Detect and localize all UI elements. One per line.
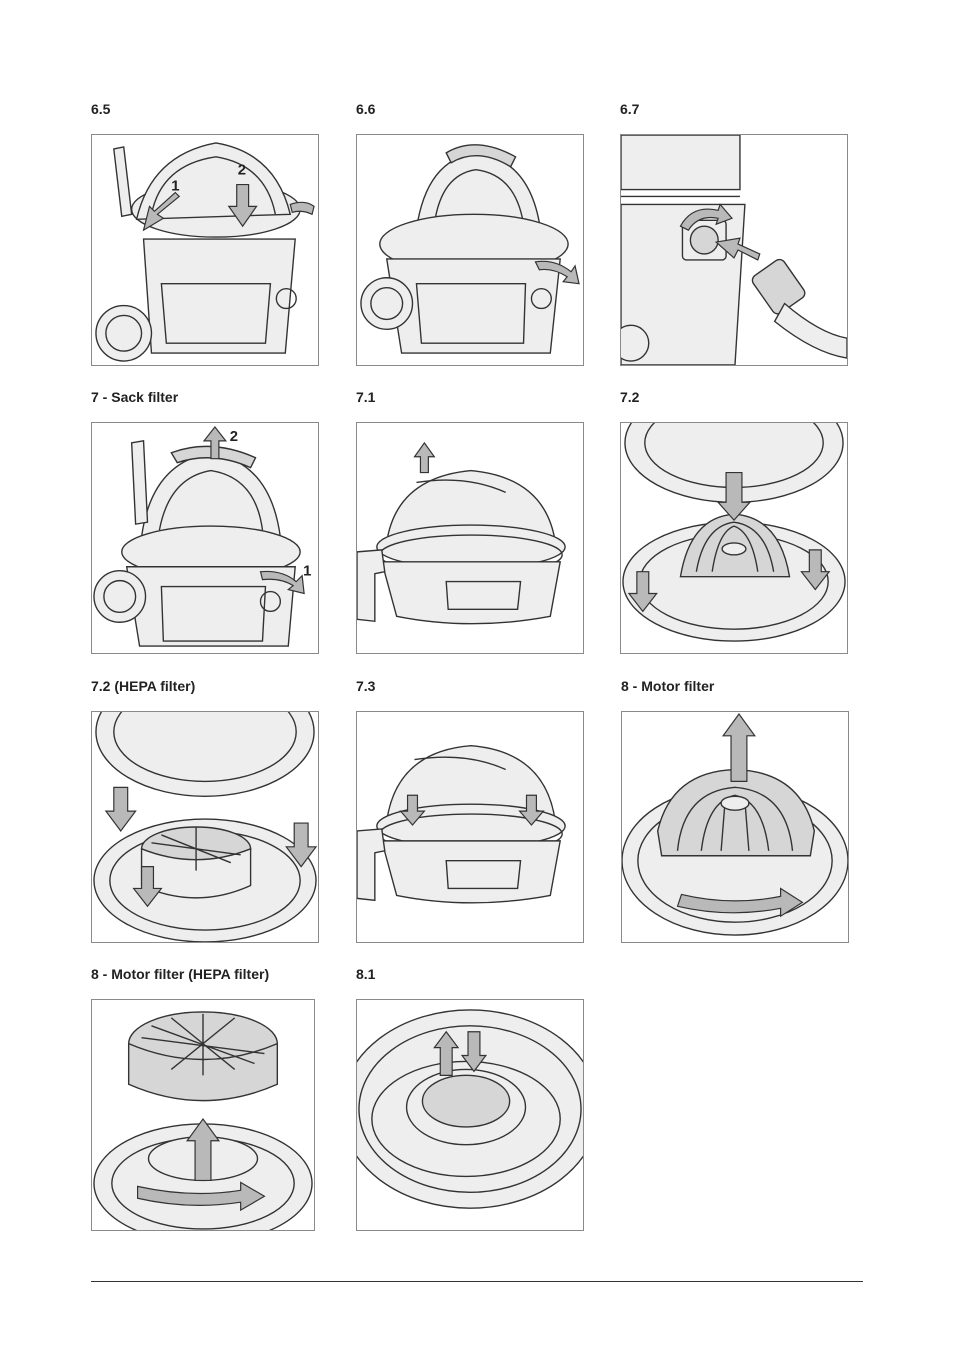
figure-caption-7-3: 7.3 (356, 678, 376, 694)
figure-caption-6-7: 6.7 (620, 101, 640, 117)
rotate-arrow-icon (679, 203, 734, 231)
arrow-icon (285, 822, 318, 868)
figure-caption-8-1: 8.1 (356, 966, 376, 982)
arrow-icon (460, 1031, 488, 1073)
arrow-icon (800, 549, 831, 591)
figure-caption-8-hepa: 8 - Motor filter (HEPA filter) (91, 966, 270, 982)
arrow-icon (399, 794, 426, 826)
arrow-icon (227, 183, 258, 228)
arrow-icon (202, 426, 228, 460)
arrow-icon (132, 866, 163, 908)
figure-7-2-hepa-filter (91, 711, 319, 943)
arrow-icon (104, 786, 137, 832)
figure-8-motor-filter-hepa (91, 999, 315, 1231)
figure-6-7-hose-connection (620, 134, 848, 366)
rotate-arrow-icon (676, 887, 804, 918)
figure-7-1-lid-lift (356, 422, 584, 654)
arrow-icon (185, 1117, 221, 1182)
figure-caption-7: 7 - Sack filter (91, 389, 179, 405)
figure-6-5-lid-removal: 1 2 (91, 134, 319, 366)
rotate-arrow-icon (259, 570, 305, 595)
figure-7-2-filter-cage (620, 422, 848, 654)
callout-1: 1 (303, 564, 311, 580)
arrow-icon (721, 712, 756, 782)
figure-caption-7-2: 7.2 (620, 389, 640, 405)
arrow-icon (714, 237, 761, 261)
figure-caption-6-6: 6.6 (356, 101, 376, 117)
figure-caption-8: 8 - Motor filter (621, 678, 715, 694)
arrow-icon (716, 471, 752, 522)
callout-2: 2 (230, 429, 238, 445)
figure-caption-6-5: 6.5 (91, 101, 111, 117)
arrow-icon (627, 571, 658, 613)
arrow-icon (433, 1030, 460, 1076)
callout-1: 1 (171, 179, 179, 195)
figure-6-6-lid-closing (356, 134, 584, 366)
figure-caption-7-1: 7.1 (356, 389, 376, 405)
arrow-icon (518, 794, 545, 826)
figure-caption-7-2-hepa: 7.2 (HEPA filter) (91, 678, 196, 694)
rotate-arrow-icon (136, 1181, 266, 1212)
arrow-icon (142, 191, 181, 232)
figure-7-sack-filter: 2 1 (91, 422, 319, 654)
arrow-icon (413, 441, 436, 474)
figure-7-3-lid-press (356, 711, 584, 943)
figure-8-1-motor-filter-insert (356, 999, 584, 1231)
callout-2: 2 (238, 163, 246, 179)
footer-rule (91, 1281, 863, 1282)
rotate-arrow-icon (534, 260, 580, 285)
figure-8-motor-filter (621, 711, 849, 943)
